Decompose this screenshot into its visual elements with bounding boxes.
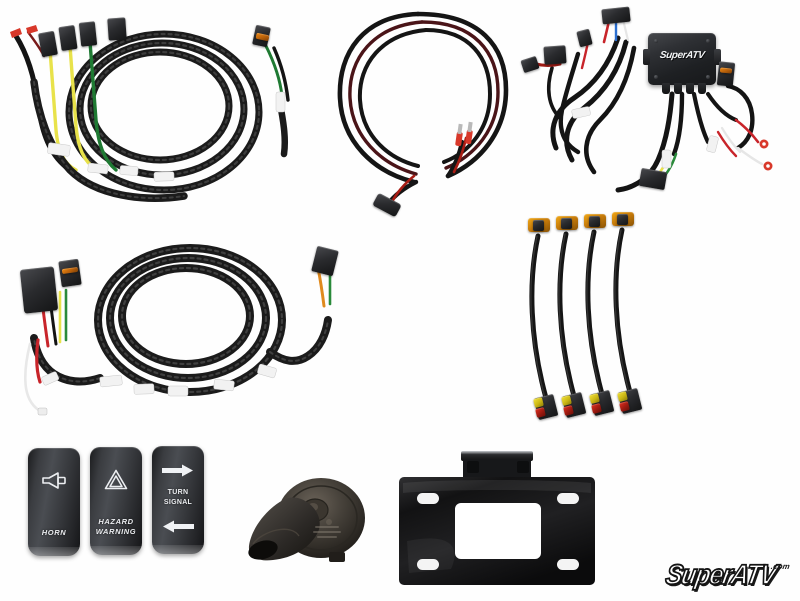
- control-module: SuperATV: [643, 33, 721, 94]
- control-module-wiring: [534, 12, 773, 193]
- horn-switch-face: HORN: [28, 448, 80, 556]
- module-screw-tr: [706, 39, 710, 43]
- module-connector-e: [716, 61, 736, 87]
- led-pigtail-adapters: [524, 212, 654, 430]
- module-brand-label: SuperATV: [659, 50, 705, 61]
- harness-connector-2: [58, 25, 78, 51]
- horn-switch-label: HORN: [41, 528, 67, 537]
- rear-harness-main-connector: [19, 266, 59, 314]
- turn-label-line-1: TURN: [167, 489, 189, 496]
- pigtail-top-socket-2-core: [561, 218, 572, 229]
- module-tab-left: [643, 49, 650, 65]
- brand-tld: .com: [770, 562, 791, 571]
- rocker-switch-horn[interactable]: HORN: [28, 448, 80, 556]
- hazard-triangle-icon: [104, 467, 128, 491]
- control-module-assembly: SuperATV: [520, 2, 800, 214]
- horn-icon-glyph: [42, 471, 66, 489]
- hazard-label-line-2: WARNING: [95, 527, 137, 536]
- arrow-right-glyph: [162, 464, 193, 477]
- module-connector-b: [543, 45, 567, 65]
- module-port-4: [698, 83, 706, 94]
- harness-connector-4: [107, 17, 127, 41]
- module-port-2: [674, 83, 682, 94]
- pigtail-top-socket-3-core: [589, 216, 600, 227]
- power-lead-drawing: [337, 11, 509, 207]
- hazard-icon-glyph: [104, 469, 128, 489]
- rear-harness-drawing: [23, 244, 332, 416]
- brand-wordmark: SuperATV: [662, 558, 779, 591]
- harness-connector-3: [78, 21, 98, 47]
- arrow-right-icon: [162, 464, 194, 482]
- rear-wiring-harness: [8, 228, 368, 428]
- module-port-3: [686, 83, 694, 94]
- superatv-logo: SuperATV .com: [648, 557, 790, 593]
- module-body: [648, 33, 716, 85]
- led-pigtail-wires: [529, 227, 633, 401]
- rocker-switch-set: HORN HAZARD WARNING: [28, 446, 228, 561]
- module-screw-bl: [654, 75, 658, 79]
- pigtail-top-socket-1-core: [533, 220, 544, 231]
- module-screw-br: [706, 75, 710, 79]
- horn-drawing: [248, 478, 365, 562]
- turn-label-line-2: SIGNAL: [163, 499, 193, 506]
- turn-switch-face: TURN SIGNAL: [152, 446, 204, 554]
- plate-bracket-drawing: [399, 451, 595, 585]
- main-harness-drawing: [10, 25, 290, 202]
- power-lead-harness: [330, 6, 530, 226]
- rocker-switch-turn-signal[interactable]: TURN SIGNAL: [152, 446, 204, 554]
- module-tab-right: [714, 49, 721, 65]
- module-connector-top: [601, 6, 631, 25]
- hazard-label-line-1: HAZARD: [98, 517, 134, 526]
- arrow-left-icon: [162, 520, 194, 538]
- module-screw-tl: [654, 39, 658, 43]
- license-plate-bracket: [395, 449, 600, 589]
- hazard-switch-face: HAZARD WARNING: [90, 447, 142, 555]
- horn-assembly: [243, 470, 373, 575]
- rocker-switch-hazard[interactable]: HAZARD WARNING: [90, 447, 142, 555]
- arrow-left-glyph: [163, 520, 194, 533]
- module-port-1: [662, 83, 670, 94]
- pigtail-top-socket-4-core: [617, 214, 628, 225]
- main-wiring-harness: [4, 4, 324, 216]
- hazard-switch-label: HAZARD WARNING: [90, 517, 142, 537]
- horn-icon: [41, 468, 67, 492]
- turn-switch-label: TURN SIGNAL: [152, 488, 204, 508]
